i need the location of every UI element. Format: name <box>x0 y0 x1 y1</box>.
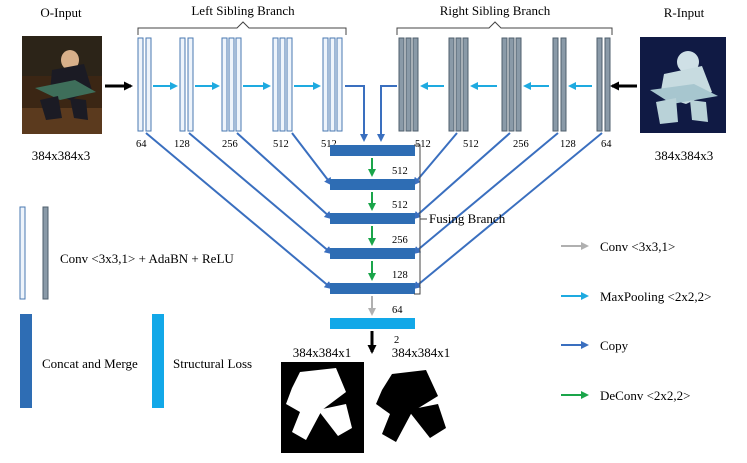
legend-concat-label: Concat and Merge <box>42 356 138 371</box>
legend-copy-label: Copy <box>600 338 629 353</box>
copy-arrow <box>377 85 397 142</box>
copy-arrow <box>412 132 559 255</box>
left-channel-label: 256 <box>222 139 238 150</box>
o-input-image <box>22 36 102 134</box>
copy-connections <box>145 85 603 290</box>
left-layer <box>235 37 242 132</box>
left-layer <box>228 37 235 132</box>
right-channel-label: 256 <box>513 139 529 150</box>
legend-deconv-label: DeConv <2x2,2> <box>600 388 691 403</box>
left-branch-layers <box>137 37 343 132</box>
right-layer <box>596 37 603 132</box>
left-layer <box>322 37 329 132</box>
right-branch-title: Right Sibling Branch <box>440 3 551 18</box>
left-branch-title: Left Sibling Branch <box>191 3 295 18</box>
left-layer <box>221 37 228 132</box>
legend-right-layer-swatch <box>42 206 49 300</box>
left-layer <box>329 37 336 132</box>
r-input-size: 384x384x3 <box>655 148 714 163</box>
left-channel-label: 64 <box>136 139 147 150</box>
right-channel-label: 128 <box>560 139 576 150</box>
copy-arrow <box>291 132 333 186</box>
left-channel-label: 128 <box>174 139 190 150</box>
output-size-2: 384x384x1 <box>392 345 451 360</box>
legend-concat-swatch <box>20 314 32 408</box>
right-channel-label: 512 <box>415 139 431 150</box>
right-layer <box>412 37 419 132</box>
fuse-channel-label: 256 <box>392 235 408 246</box>
left-layer <box>179 37 186 132</box>
o-input-size: 384x384x3 <box>32 148 91 163</box>
legend-maxpool-label: MaxPooling <2x2,2> <box>600 289 711 304</box>
fuse-block <box>330 283 415 294</box>
right-layer <box>508 37 515 132</box>
right-layer <box>552 37 559 132</box>
left-layer <box>286 37 293 132</box>
legend-left-layer-swatch <box>19 206 26 300</box>
right-branch-layers <box>398 37 611 132</box>
left-channel-label: 512 <box>321 139 337 150</box>
left-channel-label: 512 <box>273 139 289 150</box>
copy-arrow <box>412 132 458 186</box>
r-input-image <box>640 37 726 133</box>
right-layer <box>515 37 522 132</box>
left-layer <box>145 37 152 132</box>
copy-arrow <box>188 132 333 255</box>
fuse-block <box>330 179 415 190</box>
left-layer <box>137 37 144 132</box>
loss-block <box>330 318 415 329</box>
legend-conv-label: Conv <3x3,1> <box>600 239 675 254</box>
r-input-title: R-Input <box>664 5 705 20</box>
right-channel-label: 64 <box>601 139 612 150</box>
left-layer <box>272 37 279 132</box>
right-layer <box>455 37 462 132</box>
left-layer <box>187 37 194 132</box>
output-mask-1 <box>281 362 364 453</box>
right-layer <box>398 37 405 132</box>
fuse-channel-label: 64 <box>392 305 403 316</box>
output-mask-2 <box>372 362 464 453</box>
copy-arrow <box>236 132 333 220</box>
left-layer <box>336 37 343 132</box>
right-layer <box>405 37 412 132</box>
right-branch-brace <box>396 21 613 35</box>
left-branch-brace <box>137 21 347 35</box>
copy-arrow <box>345 85 368 142</box>
right-layer <box>448 37 455 132</box>
legend-loss-label: Structural Loss <box>173 356 252 371</box>
legend-loss-swatch <box>152 314 164 408</box>
fuse-channel-label: 512 <box>392 200 408 211</box>
copy-arrow <box>412 132 603 290</box>
right-layer <box>604 37 611 132</box>
fuse-block <box>330 145 415 156</box>
copy-arrow <box>412 132 511 220</box>
left-layer <box>279 37 286 132</box>
fuse-block <box>330 248 415 259</box>
fuse-channel-label: 512 <box>392 166 408 177</box>
right-layer <box>501 37 508 132</box>
fusing-blocks <box>330 145 415 294</box>
output-size-1: 384x384x1 <box>293 345 352 360</box>
output-superscript: 2 <box>394 335 399 346</box>
fuse-block <box>330 213 415 224</box>
right-layer <box>462 37 469 132</box>
right-layer <box>560 37 567 132</box>
legend-conv-adabn-label: Conv <3x3,1> + AdaBN + ReLU <box>60 251 234 266</box>
right-channel-label: 512 <box>463 139 479 150</box>
fusing-branch-title: Fusing Branch <box>429 211 506 226</box>
o-input-title: O-Input <box>40 5 82 20</box>
copy-arrow <box>145 132 333 290</box>
fuse-channel-label: 128 <box>392 270 408 281</box>
